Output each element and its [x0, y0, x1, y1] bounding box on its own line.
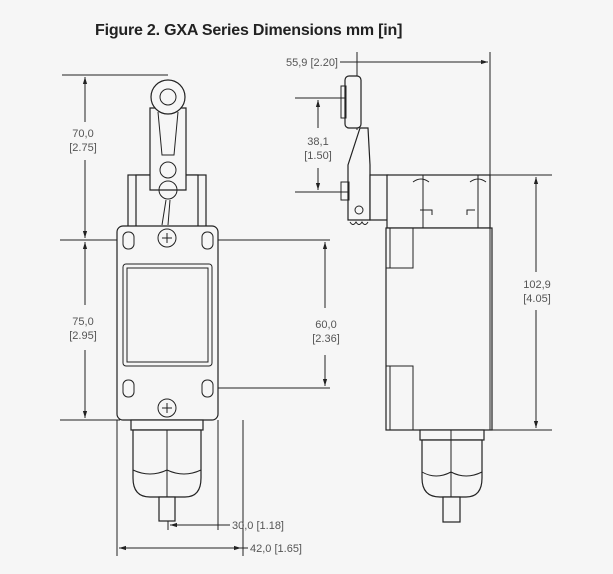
dim-70-in: [2.75]	[69, 142, 97, 154]
dim-60-mm: 60,0	[315, 319, 336, 331]
dim-75-in: [2.95]	[69, 330, 97, 342]
dim-38-1-in: [1.50]	[304, 150, 332, 162]
front-view	[60, 74, 330, 556]
figure-title: Figure 2. GXA Series Dimensions mm [in]	[95, 22, 403, 39]
dim-30: 30,0 [1.18]	[232, 520, 284, 532]
dim-70-mm: 70,0	[72, 128, 93, 140]
dim-102-9-in: [4.05]	[523, 293, 551, 305]
dim-102-9-mm: 102,9	[523, 279, 551, 291]
dim-60-in: [2.36]	[312, 333, 340, 345]
dim-75-mm: 75,0	[72, 316, 93, 328]
side-view	[295, 52, 552, 523]
dim-38-1-mm: 38,1	[307, 136, 328, 148]
roller-icon	[150, 79, 186, 115]
dim-55-9: 55,9 [2.20]	[286, 57, 338, 69]
dim-42: 42,0 [1.65]	[250, 543, 302, 555]
